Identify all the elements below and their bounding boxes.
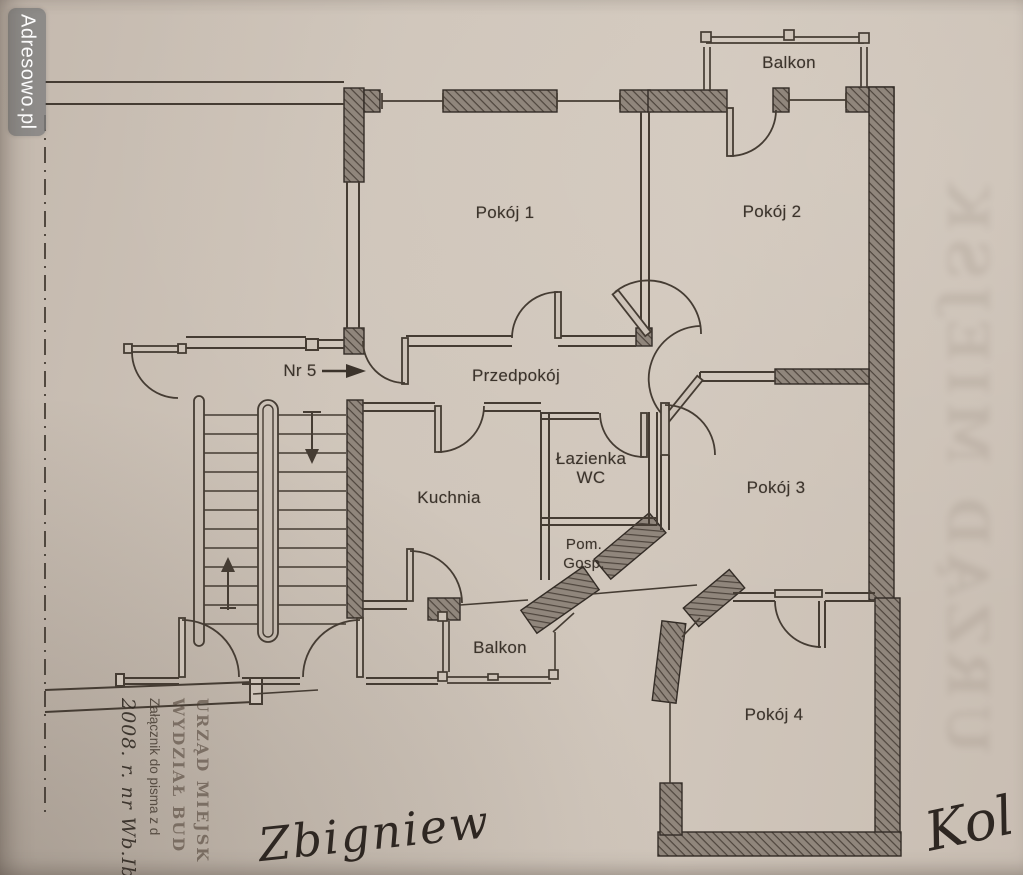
stamp-line-3: Załącznik do pisma z d xyxy=(147,698,162,836)
stair-arrow-down-icon xyxy=(303,411,321,464)
door-corridor-lower-right xyxy=(302,617,364,678)
door-pokoj2 xyxy=(611,279,702,338)
door-corridor-upper xyxy=(123,343,187,399)
door-balcony-bottom xyxy=(406,548,463,604)
label-pom-gosp: Pom. Gosp. xyxy=(563,536,605,572)
door-hall-south xyxy=(660,402,716,456)
door-kuchnia xyxy=(434,405,485,453)
door-entrance xyxy=(362,337,409,385)
label-balkon-bottom: Balkon xyxy=(473,638,527,657)
balcony-railing-top xyxy=(700,29,870,90)
staircase xyxy=(193,395,346,647)
label-pokoj1: Pokój 1 xyxy=(475,203,535,222)
door-pokoj1 xyxy=(511,291,562,339)
door-balcony-top xyxy=(726,107,777,157)
adresowo-watermark-badge: Adresowo.pl xyxy=(8,8,46,136)
door-corridor-lower-left xyxy=(178,617,240,678)
windows xyxy=(381,93,847,109)
label-balkon-top: Balkon xyxy=(762,53,816,72)
diagonal-door-leaves xyxy=(519,511,746,704)
hatched-walls xyxy=(343,86,902,857)
label-pokoj4: Pokój 4 xyxy=(744,705,804,724)
label-lazienka-wc: Łazienka WC xyxy=(555,449,627,487)
balcony-railing-bottom xyxy=(437,611,559,684)
label-przedpokoj: Przedpokój xyxy=(471,366,561,385)
doors xyxy=(123,107,823,678)
stamp-line-1: URZĄD MIEJSK xyxy=(193,698,212,864)
label-pokoj2: Pokój 2 xyxy=(742,202,802,221)
stamp-block: URZĄD MIEJSK WYDZIAŁ BUD Załącznik do pi… xyxy=(96,698,214,875)
label-kuchnia: Kuchnia xyxy=(417,488,481,507)
door-pokoj4 xyxy=(774,589,823,648)
stamp-line-2: WYDZIAŁ BUD xyxy=(169,698,188,854)
label-pokoj3: Pokój 3 xyxy=(746,478,806,497)
label-entrance-nr5: Nr 5 xyxy=(283,361,317,380)
door-lazienka xyxy=(599,412,648,458)
door-pokoj3 xyxy=(647,325,704,423)
entrance-arrow-icon xyxy=(322,364,366,378)
partition-walls xyxy=(44,81,875,783)
stair-arrow-up-icon xyxy=(220,557,236,610)
stamp-line-4: 2008. r. nr Wb.Ib-G xyxy=(117,698,139,875)
adresowo-watermark-label: Adresowo.pl xyxy=(16,14,39,130)
